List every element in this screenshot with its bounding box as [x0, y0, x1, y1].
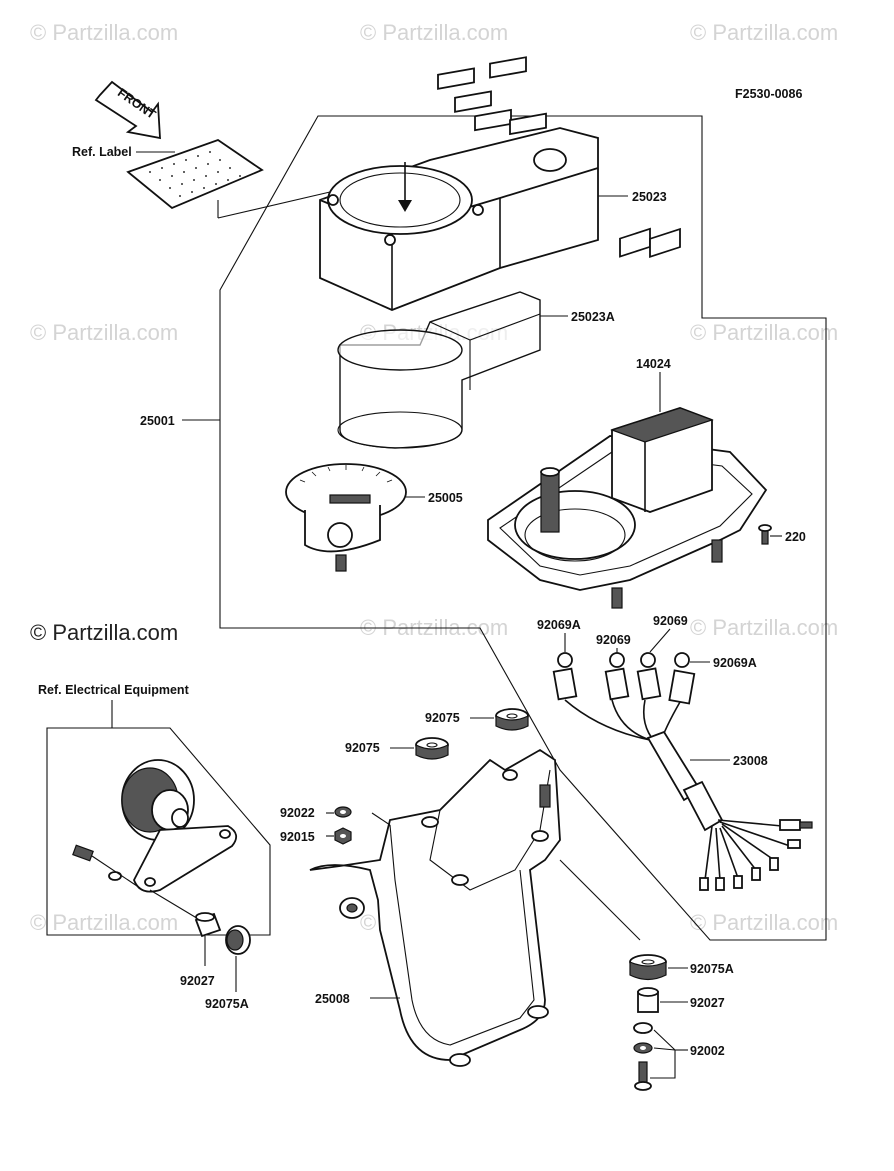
- callout-92069A-left: 92069A: [537, 618, 581, 632]
- electrical-box: [46, 727, 271, 936]
- grommet-92075-top: [495, 708, 529, 731]
- watermark-text: © Partzilla.com: [690, 20, 838, 45]
- wiring-harness: [564, 699, 813, 891]
- callout-92069-a: 92069: [596, 633, 631, 647]
- callout-92075-a: 92075: [425, 711, 460, 725]
- watermark-text: © Partzilla.com: [30, 320, 178, 345]
- collar-92027-right: [637, 987, 659, 1013]
- bulb-sockets: [552, 652, 696, 705]
- callout-25005: 25005: [428, 491, 463, 505]
- callout-25001: 25001: [140, 414, 175, 428]
- figure-code: F2530-0086: [735, 87, 802, 101]
- screw-220: [758, 524, 772, 545]
- leader-line: [371, 812, 391, 826]
- grommet-92075-left: [415, 737, 449, 760]
- watermark-text-dark: © Partzilla.com: [30, 620, 178, 645]
- callout-92015: 92015: [280, 830, 315, 844]
- nut-92015: [334, 827, 352, 845]
- meter-lower-case: [487, 227, 768, 609]
- meter-gauge: [285, 463, 407, 572]
- grommet-92075A-left: [225, 925, 251, 955]
- watermark-text: © Partzilla.com: [690, 910, 838, 935]
- callout-92027-left: 92027: [180, 974, 215, 988]
- callout-25023A: 25023A: [571, 310, 615, 324]
- meter-bracket: [309, 748, 561, 1067]
- callout-92075A-left: 92075A: [205, 997, 249, 1011]
- electrical-unit: [72, 759, 238, 921]
- callout-25008: 25008: [315, 992, 350, 1006]
- meter-lens: [337, 291, 541, 449]
- ref-label-text: Ref. Label: [72, 145, 132, 159]
- grommet-92075A-right: [629, 954, 667, 981]
- meter-upper-case: [319, 56, 599, 311]
- watermark-text: © Partzilla.com: [360, 20, 508, 45]
- callout-92027-right: 92027: [690, 996, 725, 1010]
- callout-23008: 23008: [733, 754, 768, 768]
- callout-92075-b: 92075: [345, 741, 380, 755]
- front-arrow-icon: FRONT: [94, 80, 161, 140]
- callout-92022: 92022: [280, 806, 315, 820]
- washers-92002: [633, 1022, 653, 1091]
- washer-92022: [334, 806, 352, 818]
- callout-14024: 14024: [636, 357, 671, 371]
- callout-92002: 92002: [690, 1044, 725, 1058]
- watermark-text: © Partzilla.com: [690, 615, 838, 640]
- callout-92069-b: 92069: [653, 614, 688, 628]
- ref-label-card: Ref. Label: [72, 138, 331, 219]
- collar-92027-left: [194, 912, 222, 938]
- watermark-text: © Partzilla.com: [30, 20, 178, 45]
- watermark-text: © Partzilla.com: [30, 910, 178, 935]
- ref-electrical-title: Ref. Electrical Equipment: [38, 683, 190, 697]
- callout-92069A-right: 92069A: [713, 656, 757, 670]
- assembly-boundary: [219, 115, 827, 941]
- callout-220: 220: [785, 530, 806, 544]
- callout-25023: 25023: [632, 190, 667, 204]
- callout-92075A-right: 92075A: [690, 962, 734, 976]
- watermark-text: © Partzilla.com: [690, 320, 838, 345]
- leader-line: [559, 859, 641, 941]
